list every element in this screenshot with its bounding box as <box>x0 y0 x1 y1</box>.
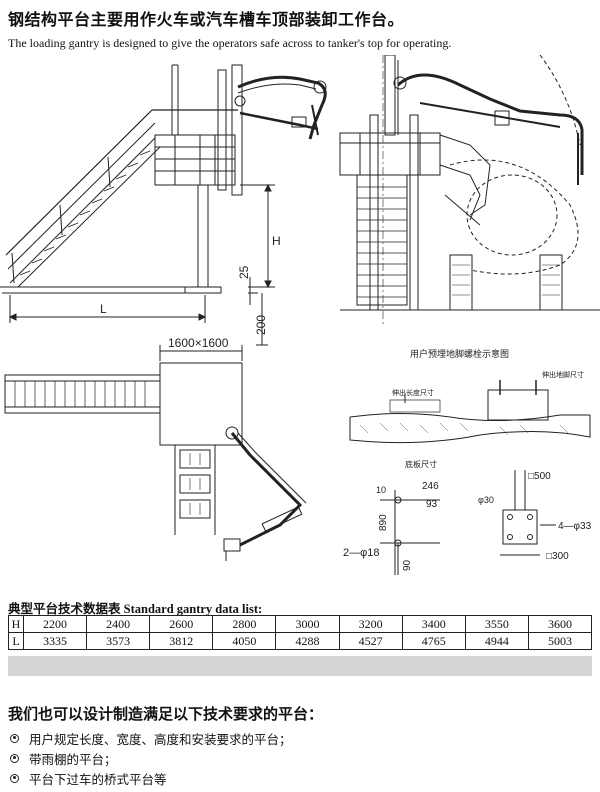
dim-25-label: 25 <box>237 265 251 279</box>
table-cell: 4050 <box>212 632 277 650</box>
table-cell: 3600 <box>527 615 593 633</box>
side-elevation <box>0 64 327 346</box>
table-cell: 3335 <box>22 632 88 650</box>
table-cell: 4527 <box>338 632 403 650</box>
dim-2phi18-label: 2—φ18 <box>343 547 380 559</box>
label-pad-height: 伸出长度尺寸 <box>392 388 434 397</box>
plan-view <box>4 345 307 561</box>
foundation-detail <box>349 380 591 575</box>
list-item: 平台下过车的桥式平台等 <box>10 768 292 788</box>
dim-200-label: 200 <box>254 315 268 335</box>
dim-246-label: 246 <box>422 481 439 492</box>
table-row: L 3335 3573 3812 4050 4288 4527 4765 494… <box>8 632 593 650</box>
label-anchor: 伸出地脚尺寸 <box>542 370 584 379</box>
row-head: L <box>8 632 24 650</box>
table-cell: 2200 <box>22 615 88 633</box>
dim-l-label: L <box>100 302 107 316</box>
row-head: H <box>8 615 24 633</box>
dim-4phi33-label: 4—φ33 <box>558 521 592 532</box>
table-cell: 4765 <box>401 632 466 650</box>
table-cell: 2800 <box>212 615 277 633</box>
table-cell: 3550 <box>464 615 529 633</box>
dim-platform-label: 1600×1600 <box>168 336 229 350</box>
dim-890-label: 890 <box>378 514 389 531</box>
bullet-icon <box>10 733 19 743</box>
table-cell: 3200 <box>338 615 403 633</box>
dim-90-label: 90 <box>402 559 413 571</box>
table-cell: 3812 <box>149 632 214 650</box>
table-row: H 2200 2400 2600 2800 3000 3200 3400 355… <box>8 615 593 633</box>
list-item: 带雨棚的平台； <box>10 748 292 768</box>
table-cell: 3400 <box>401 615 466 633</box>
gantry-data-table: H 2200 2400 2600 2800 3000 3200 3400 355… <box>8 615 593 650</box>
bullet-icon <box>10 773 19 783</box>
table-cell: 3000 <box>275 615 340 633</box>
list-item-text: 带雨棚的平台； <box>29 751 117 767</box>
bullet-icon <box>10 753 19 763</box>
list-item-text: 用户规定长度、宽度、高度和安装要求的平台； <box>29 731 292 747</box>
table-cell: 4288 <box>275 632 340 650</box>
table-cell: 4944 <box>464 632 529 650</box>
front-elevation <box>339 55 600 325</box>
requirements-title: 我们也可以设计制造满足以下技术要求的平台： <box>8 705 324 723</box>
table-cell: 5003 <box>527 632 593 650</box>
technical-drawing: H 25 200 L 1600×1600 用户预埋地脚螺栓示意图 伸出长度尺寸 … <box>0 55 600 575</box>
dim-500-label: □500 <box>528 471 551 482</box>
heading-cn: 钢结构平台主要用作火车或汽车槽车顶部装卸工作台。 <box>8 10 405 29</box>
divider-band <box>8 656 592 676</box>
list-item: 用户规定长度、宽度、高度和安装要求的平台； <box>10 728 292 748</box>
requirements-list: 用户规定长度、宽度、高度和安装要求的平台； 带雨棚的平台； 平台下过车的桥式平台… <box>10 728 292 788</box>
dim-300-label: □300 <box>546 551 569 562</box>
table-cell: 3573 <box>86 632 151 650</box>
table-cell: 2400 <box>86 615 151 633</box>
bolt-plan-title: 用户预埋地脚螺栓示意图 <box>410 348 509 359</box>
dim-h-label: H <box>272 234 281 248</box>
dim-phi30-label: φ30 <box>478 495 494 505</box>
table-cell: 2600 <box>149 615 214 633</box>
dim-93-label: 93 <box>426 499 438 510</box>
list-item-text: 平台下过车的桥式平台等 <box>29 771 167 787</box>
dim-10-label: 10 <box>376 485 386 495</box>
heading-en: The loading gantry is designed to give t… <box>8 36 452 50</box>
table-title: 典型平台技术数据表 Standard gantry data list: <box>8 602 263 616</box>
layout-size-label: 底板尺寸 <box>405 459 437 469</box>
